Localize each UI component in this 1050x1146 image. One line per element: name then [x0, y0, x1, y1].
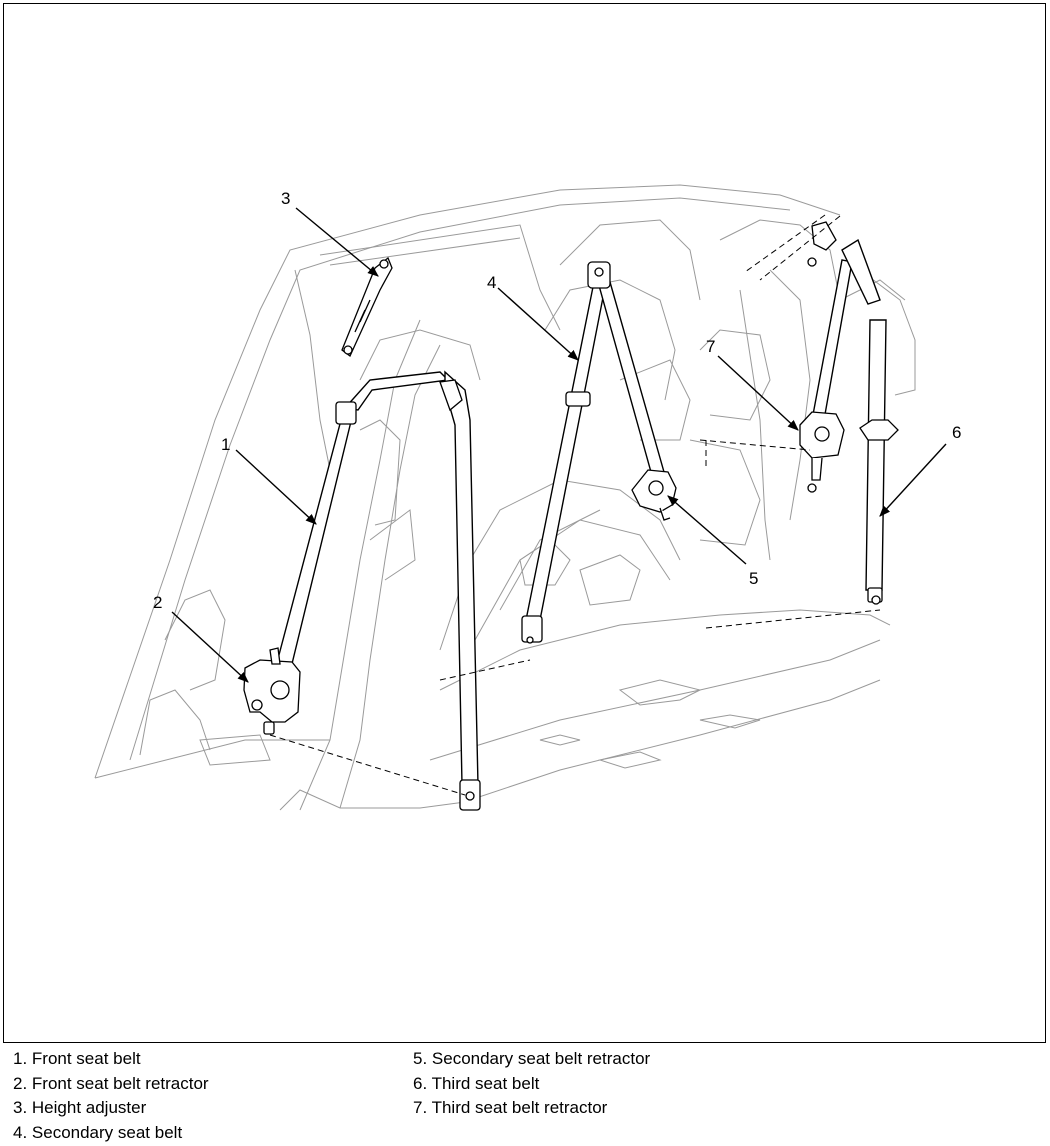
callout-6: 6	[952, 423, 961, 442]
callout-2: 2	[153, 593, 162, 612]
legend-left-column: 1. Front seat belt 2. Front seat belt re…	[13, 1047, 209, 1145]
legend-item-third-seat-belt-retractor: 7. Third seat belt retractor	[413, 1098, 608, 1117]
height-adjuster	[341, 256, 393, 358]
secondary-seat-belt	[521, 261, 669, 644]
legend-item-secondary-seat-belt: 4. Secondary seat belt	[13, 1122, 183, 1142]
front-seat-belt	[274, 370, 481, 811]
callout-1: 1	[221, 435, 230, 454]
attachment-guides	[269, 439, 881, 796]
callout-4: 4	[487, 273, 496, 292]
third-seat-belt	[859, 319, 899, 605]
secondary-seat-belt-retractor	[631, 469, 677, 521]
callout-leaders	[171, 207, 947, 683]
legend-right-column: 5. Secondary seat belt retractor 6. Thir…	[413, 1047, 650, 1121]
legend-item-height-adjuster: 3. Height adjuster	[13, 1098, 147, 1117]
seat-belt-diagram: 3 1 2 4 5 6 7	[94, 184, 961, 811]
callout-7: 7	[706, 337, 715, 356]
callout-3: 3	[281, 189, 290, 208]
legend-item-front-seat-belt-retractor: 2. Front seat belt retractor	[13, 1073, 209, 1093]
legend-item-secondary-seat-belt-retractor: 5. Secondary seat belt retractor	[413, 1049, 651, 1068]
legend-item-front-seat-belt: 1. Front seat belt	[13, 1049, 141, 1068]
vehicle-body-outline	[94, 184, 916, 811]
front-seat-belt-retractor	[243, 647, 301, 735]
callout-labels: 3 1 2 4 5 6 7	[153, 189, 961, 612]
third-seat-belt-retractor	[744, 214, 881, 493]
legend-item-third-seat-belt: 6. Third seat belt	[413, 1073, 540, 1093]
callout-5: 5	[749, 569, 758, 588]
